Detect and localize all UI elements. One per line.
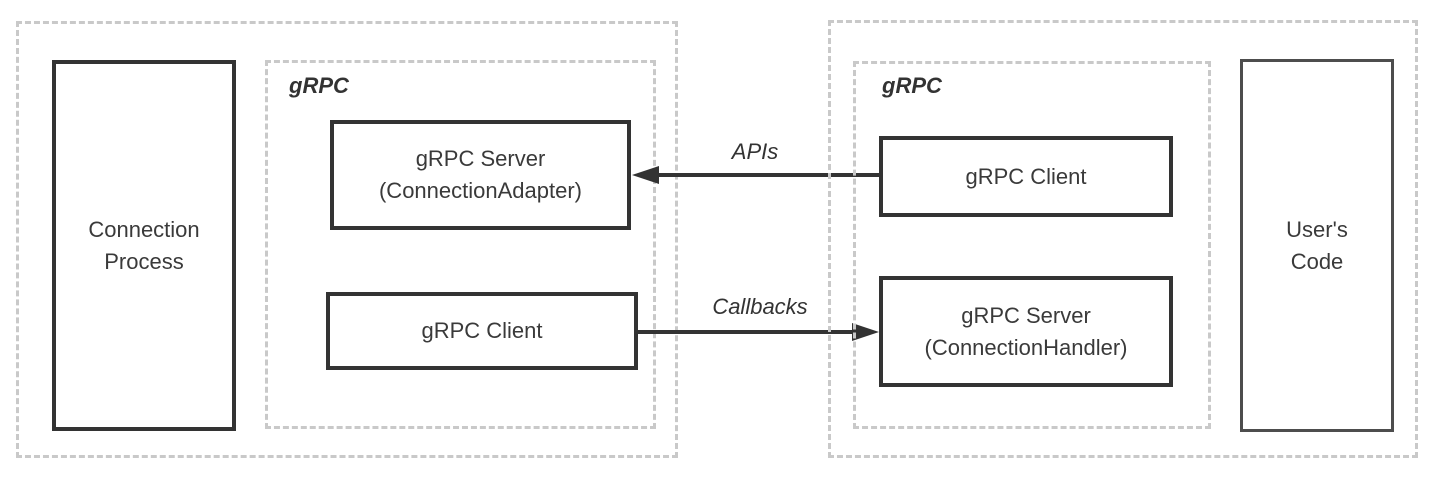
grpc-server-handler-label: gRPC Server (ConnectionHandler) (924, 302, 1128, 360)
callbacks-arrow-label: Callbacks (712, 294, 808, 319)
grpc-container-left (265, 60, 656, 429)
grpc-client-box-left: gRPC Client (326, 292, 638, 370)
users-code-label: User's Code (1286, 216, 1348, 274)
grpc-server-handler-box: gRPC Server (ConnectionHandler) (879, 276, 1173, 387)
grpc-server-adapter-label: gRPC Server (ConnectionAdapter) (378, 146, 582, 203)
grpc-label-left: gRPC (289, 73, 349, 98)
callbacks-arrow (637, 330, 857, 334)
left-process-group-container (16, 21, 678, 458)
connection-process-box: Connection Process (52, 60, 236, 431)
right-process-group-container (828, 20, 1418, 458)
grpc-client-right-label: gRPC Client (965, 163, 1087, 189)
grpc-client-box-right: gRPC Client (879, 136, 1173, 217)
connection-process-label: Connection Process (88, 216, 200, 274)
grpc-label-right: gRPC (882, 73, 942, 98)
grpc-server-adapter-box: gRPC Server (ConnectionAdapter) (330, 120, 631, 230)
grpc-client-left-label: gRPC Client (421, 318, 543, 343)
apis-arrow-label: APIs (731, 139, 779, 164)
apis-arrow (650, 173, 879, 177)
users-code-box: User's Code (1240, 59, 1394, 432)
apis-arrowhead-left-icon (632, 166, 659, 184)
grpc-container-right (853, 61, 1211, 429)
callbacks-arrowhead-right-icon (852, 323, 879, 341)
